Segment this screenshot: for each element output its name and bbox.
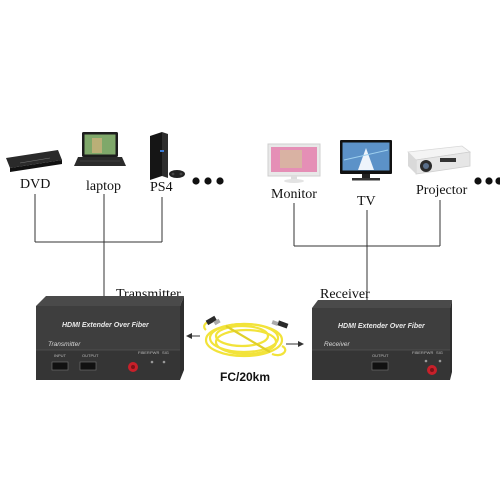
transmitter-input-label: INPUT	[54, 353, 67, 358]
receiver-label: Receiver	[320, 287, 370, 302]
transmitter-output-label: OUTPUT	[82, 353, 99, 358]
projector-icon	[407, 145, 472, 175]
transmitter-sig-label: SIG	[162, 350, 169, 355]
transmitter-pwr-label: PWR	[150, 350, 159, 355]
transmitter-hdmi-output-port	[79, 361, 97, 371]
more-displays-ellipsis-icon	[474, 177, 500, 185]
display-connection-lines	[293, 200, 441, 300]
fiber-distance-label: FC/20km	[220, 370, 270, 384]
fiber-connector-right-icon	[271, 320, 289, 329]
transmitter-unit: HDMI Extender Over Fiber Transmitter INP…	[36, 296, 184, 380]
monitor-label: Monitor	[271, 187, 317, 202]
tv-label: TV	[357, 194, 376, 209]
fiber-connector-left-icon	[205, 315, 221, 326]
fiber-arrow-left-icon	[186, 333, 200, 339]
receiver-hdmi-output-port	[371, 361, 389, 371]
receiver-pwr-label: PWR	[424, 350, 433, 355]
receiver-panel-title: HDMI Extender Over Fiber	[338, 323, 426, 330]
fiber-arrow-right-icon	[286, 341, 304, 347]
dvd-label: DVD	[20, 177, 50, 192]
transmitter-hdmi-input-port	[51, 361, 69, 371]
transmitter-fiber-label: FIBER	[138, 350, 150, 355]
transmitter-panel-title: HDMI Extender Over Fiber	[62, 322, 150, 329]
tv-icon	[340, 140, 392, 181]
more-sources-ellipsis-icon	[192, 177, 224, 185]
receiver-sig-label: SIG	[436, 350, 443, 355]
laptop-icon	[74, 132, 126, 166]
fiber-cable-coil	[203, 319, 287, 358]
ps4-console-icon	[150, 132, 185, 180]
receiver-fiber-label: FIBER	[412, 350, 424, 355]
source-connection-lines	[34, 194, 163, 296]
laptop-label: laptop	[86, 179, 121, 194]
ps4-label: PS4	[150, 180, 173, 195]
monitor-icon	[267, 143, 321, 183]
receiver-output-label: OUTPUT	[372, 353, 389, 358]
receiver-unit: HDMI Extender Over Fiber Receiver OUTPUT…	[312, 300, 452, 380]
transmitter-panel-subtitle: Transmitter	[48, 341, 81, 348]
receiver-panel-subtitle: Receiver	[324, 341, 350, 348]
dvd-player-icon	[6, 150, 62, 172]
projector-label: Projector	[416, 183, 468, 198]
